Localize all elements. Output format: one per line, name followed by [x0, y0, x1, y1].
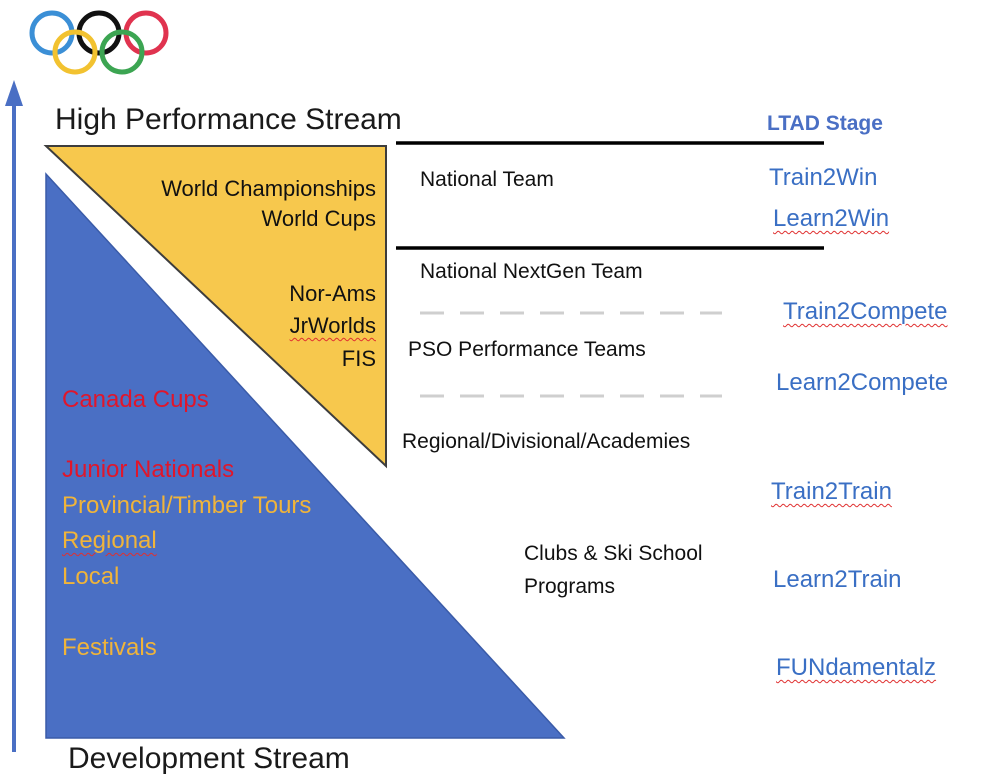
- pso-teams-label: PSO Performance Teams: [408, 338, 646, 361]
- jr-worlds-label: JrWorlds: [289, 313, 376, 338]
- development-triangle: [45, 172, 566, 739]
- fis-label: FIS: [341, 346, 376, 371]
- olympic-rings-icon: [29, 10, 169, 75]
- stage-train2train: Train2Train: [771, 478, 892, 505]
- high-performance-title: High Performance Stream: [55, 103, 402, 136]
- stage-learn2compete: Learn2Compete: [776, 369, 949, 396]
- nor-ams-label: Nor-Ams: [289, 281, 376, 306]
- up-arrow-icon: [5, 80, 23, 752]
- stage-fundamentalz: FUNdamentalz: [776, 654, 937, 681]
- regional-academies-label: Regional/Divisional/Academies: [402, 430, 691, 453]
- provincial-label: Provincial/Timber Tours: [62, 492, 312, 519]
- local-label: Local: [62, 563, 120, 590]
- stage-train2compete: Train2Compete: [783, 298, 948, 325]
- ltad-stage-header: LTAD Stage: [767, 112, 883, 135]
- festivals-label: Festivals: [62, 634, 157, 661]
- world-cups-label: World Cups: [261, 206, 376, 231]
- stage-learn2train: Learn2Train: [773, 566, 902, 593]
- junior-nationals-label: Junior Nationals: [62, 456, 235, 483]
- stage-learn2win: Learn2Win: [773, 205, 890, 232]
- national-team-label: National Team: [420, 168, 554, 191]
- stage-train2win: Train2Win: [769, 164, 878, 191]
- canada-cups-label: Canada Cups: [62, 386, 209, 413]
- world-championships-label: World Championships: [161, 176, 376, 201]
- clubs-label-line1: Clubs & Ski School: [524, 542, 703, 565]
- development-title: Development Stream: [68, 742, 350, 775]
- clubs-label-line2: Programs: [524, 575, 616, 598]
- regional-label: Regional: [62, 527, 157, 554]
- high-performance-triangle: [43, 145, 387, 469]
- nextgen-team-label: National NextGen Team: [420, 260, 643, 283]
